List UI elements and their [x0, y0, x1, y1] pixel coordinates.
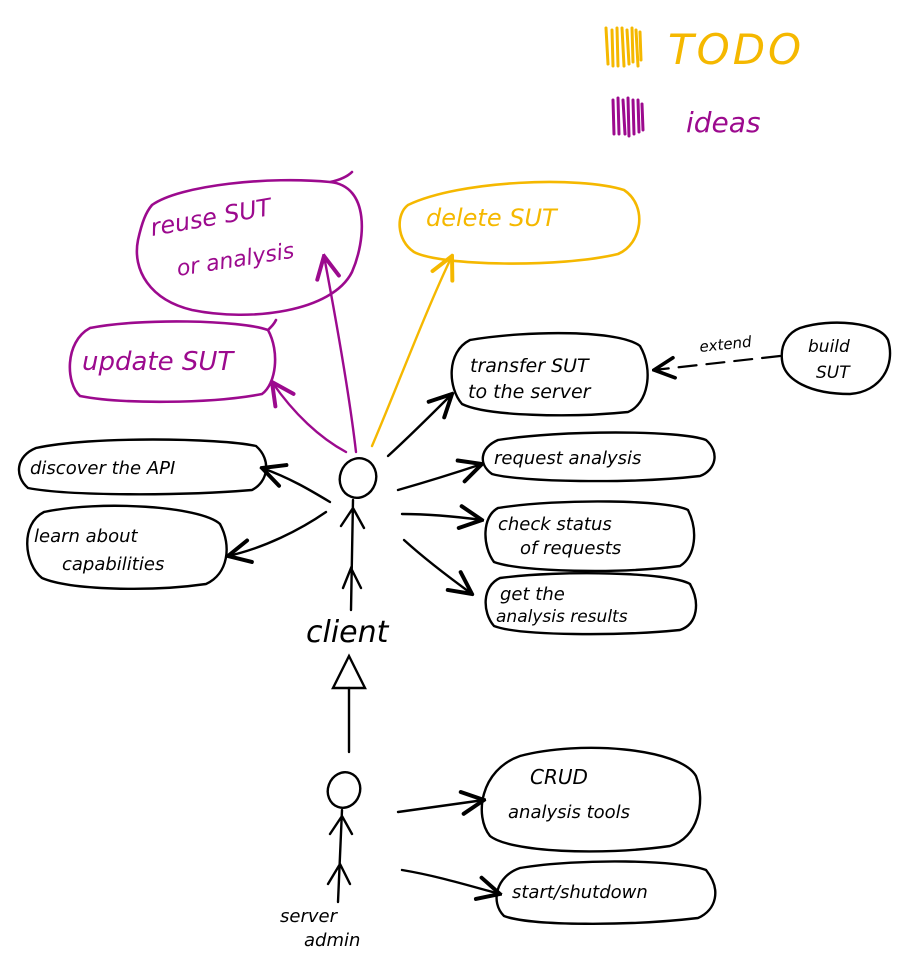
extend-label: extend: [699, 333, 753, 356]
use-case-crud-tools: CRUD analysis tools: [480, 746, 702, 853]
use-case-reuse-sut: reuse SUT or analysis: [135, 170, 364, 317]
use-case-update-sut: update SUT: [68, 318, 278, 404]
association-check: [400, 514, 482, 520]
actor-admin-head: [326, 771, 362, 809]
association-delete: [370, 256, 452, 448]
use-case-request-analysis: request analysis: [481, 431, 716, 483]
association-crud: [396, 800, 484, 812]
actor-admin-body: [326, 808, 354, 904]
use-case-build-sut: build SUT: [780, 321, 892, 396]
use-case-build-border: [780, 321, 892, 396]
use-case-get-results: get the analysis results: [484, 572, 698, 636]
admin-associations: [396, 800, 500, 894]
use-case-transfer-line1: transfer SUT: [470, 355, 590, 377]
idea-legend-label: ideas: [686, 106, 761, 139]
use-case-update-label: update SUT: [82, 347, 235, 377]
todo-legend-label: TODO: [668, 25, 804, 74]
use-case-transfer-line2: to the server: [468, 381, 592, 403]
use-case-get-line2: analysis results: [496, 607, 628, 627]
use-case-check-status: check status of requests: [484, 500, 696, 573]
client-associations: [228, 256, 482, 594]
association-start: [400, 868, 500, 894]
use-case-discover-label: discover the API: [30, 458, 175, 479]
association-transfer: [386, 394, 452, 458]
use-case-get-line1: get the: [500, 584, 565, 605]
association-reuse: [324, 256, 358, 454]
use-case-delete-sut: delete SUT: [398, 180, 641, 265]
extend-relation: extend: [654, 333, 782, 370]
use-case-learn-line1: learn about: [34, 526, 139, 547]
todo-legend-swatch: [604, 26, 643, 68]
use-case-start-border: [495, 860, 717, 925]
actor-client: [338, 457, 378, 612]
association-get: [402, 538, 472, 594]
use-case-get-border: [484, 572, 698, 636]
use-case-start-label: start/shutdown: [512, 882, 648, 903]
use-case-reuse-border: [135, 170, 364, 317]
use-case-reuse-line2: or analysis: [175, 239, 296, 282]
use-case-delete-label: delete SUT: [426, 204, 559, 232]
use-case-request-label: request analysis: [494, 448, 641, 469]
use-case-request-border: [481, 431, 716, 483]
actor-server-admin: [326, 771, 362, 904]
use-case-build-line1: build: [808, 337, 850, 357]
use-case-crud-line2: analysis tools: [508, 802, 630, 823]
actor-client-head: [338, 457, 378, 499]
extend-arrow: [654, 354, 782, 370]
actor-client-body: [339, 498, 366, 612]
use-case-start-shutdown: start/shutdown: [495, 860, 717, 925]
actor-client-label: client: [306, 615, 390, 650]
legend: TODO ideas: [604, 25, 804, 139]
actor-admin-label-line2: admin: [304, 930, 360, 951]
use-case-transfer-sut: transfer SUT to the server: [450, 331, 649, 417]
use-case-reuse-line1: reuse SUT: [148, 193, 276, 242]
use-case-crud-border: [480, 746, 702, 853]
use-case-discover-api: discover the API: [17, 438, 268, 496]
association-learn: [228, 510, 328, 556]
idea-legend-swatch: [611, 96, 645, 138]
use-case-crud-line1: CRUD: [530, 765, 588, 789]
use-case-learn-capabilities: learn about capabilities: [26, 504, 228, 590]
use-case-learn-line2: capabilities: [62, 554, 164, 575]
use-case-update-border: [68, 318, 278, 404]
use-case-learn-border: [26, 504, 228, 590]
use-case-build-line2: SUT: [816, 363, 851, 383]
association-discover: [262, 468, 332, 504]
use-case-discover-border: [17, 438, 268, 496]
use-case-delete-border: [398, 180, 641, 265]
use-case-check-border: [484, 500, 696, 573]
actor-admin-label-line1: server: [280, 906, 339, 927]
use-case-transfer-border: [450, 331, 649, 417]
association-update: [272, 382, 348, 454]
generalization-admin-to-client: [331, 653, 367, 754]
use-case-check-line2: of requests: [520, 538, 621, 559]
association-request: [396, 464, 482, 492]
use-case-check-line1: check status: [498, 514, 612, 535]
